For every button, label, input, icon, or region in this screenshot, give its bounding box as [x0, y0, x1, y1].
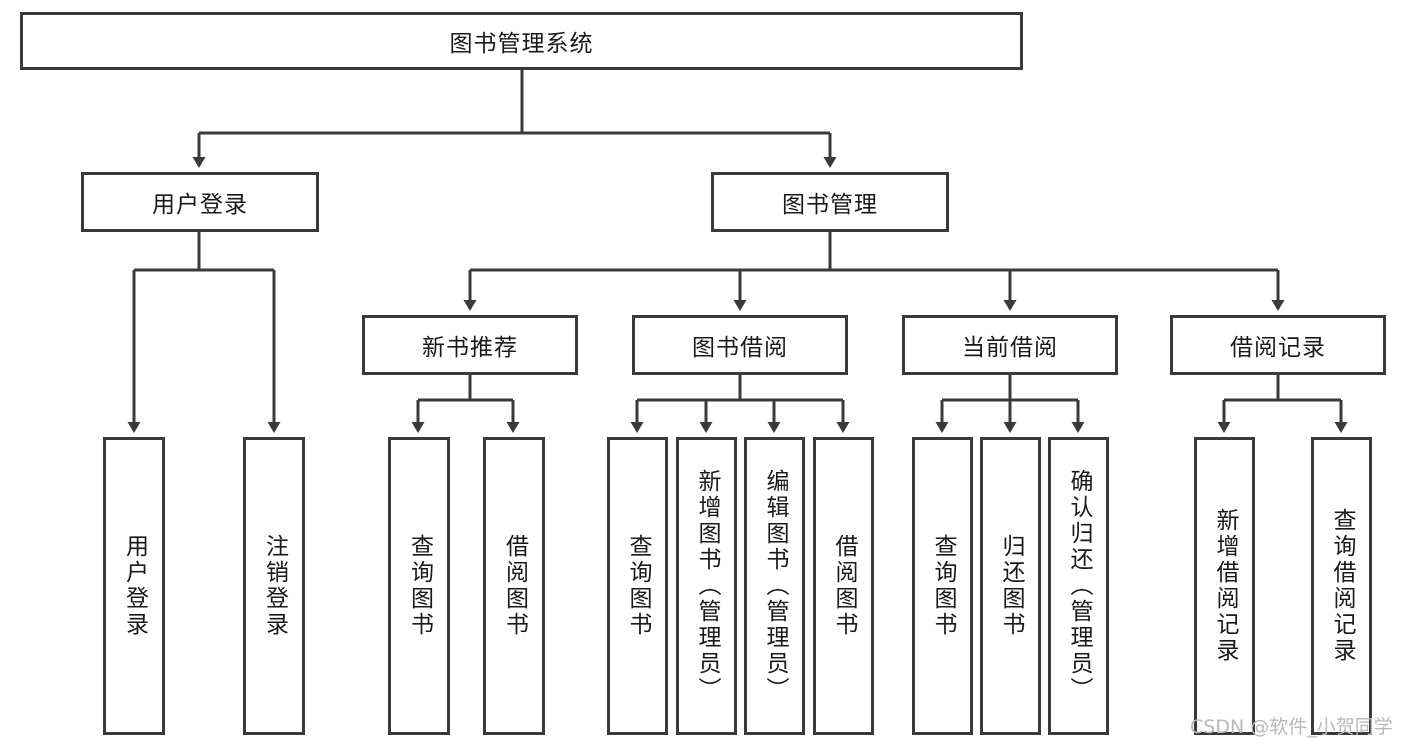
node-leaf-label: 查询借阅记录 — [1329, 508, 1355, 664]
node-leaf-label: 新增借阅记录 — [1212, 508, 1238, 664]
node-leaf-label: 编辑图书（管理员） — [762, 469, 788, 703]
node-user-login[interactable]: 用户登录 — [81, 172, 319, 232]
node-leaf-logout[interactable]: 注销登录 — [243, 437, 305, 735]
node-leaf-label: 查询图书 — [406, 534, 433, 638]
node-leaf-edit-book-admin[interactable]: 编辑图书（管理员） — [744, 437, 805, 735]
node-current-borrow[interactable]: 当前借阅 — [902, 315, 1118, 375]
node-leaf-borrow-book[interactable]: 借阅图书 — [813, 437, 874, 735]
node-leaf-label: 查询图书 — [930, 534, 956, 638]
node-leaf-query-book[interactable]: 查询图书 — [607, 437, 668, 735]
node-leaf-borrow-book-recommend[interactable]: 借阅图书 — [483, 437, 545, 735]
node-leaf-return-book[interactable]: 归还图书 — [980, 437, 1041, 735]
node-leaf-add-book-admin[interactable]: 新增图书（管理员） — [676, 437, 737, 735]
node-root-system[interactable]: 图书管理系统 — [20, 12, 1023, 70]
node-leaf-label: 新增图书（管理员） — [694, 469, 720, 703]
node-leaf-label: 确认归还（管理员） — [1066, 469, 1092, 703]
node-leaf-add-borrow-record[interactable]: 新增借阅记录 — [1194, 437, 1255, 735]
node-leaf-query-book-current[interactable]: 查询图书 — [912, 437, 973, 735]
node-leaf-query-book-recommend[interactable]: 查询图书 — [388, 437, 450, 735]
node-leaf-user-login[interactable]: 用户登录 — [103, 437, 165, 735]
csdn-watermark: CSDN @软件_小贺同学 — [1190, 716, 1393, 738]
node-leaf-label: 借阅图书 — [501, 534, 528, 638]
node-leaf-query-borrow-record[interactable]: 查询借阅记录 — [1311, 437, 1372, 735]
node-leaf-label: 借阅图书 — [831, 534, 857, 638]
node-new-book-recommend[interactable]: 新书推荐 — [362, 315, 578, 375]
node-leaf-label: 注销登录 — [261, 534, 288, 638]
node-leaf-label: 用户登录 — [121, 534, 148, 638]
node-book-borrow[interactable]: 图书借阅 — [632, 315, 848, 375]
node-book-management[interactable]: 图书管理 — [711, 172, 949, 232]
node-leaf-label: 归还图书 — [998, 534, 1024, 638]
node-borrow-record[interactable]: 借阅记录 — [1170, 315, 1386, 375]
node-leaf-label: 查询图书 — [625, 534, 651, 638]
node-leaf-confirm-return-admin[interactable]: 确认归还（管理员） — [1048, 437, 1109, 735]
